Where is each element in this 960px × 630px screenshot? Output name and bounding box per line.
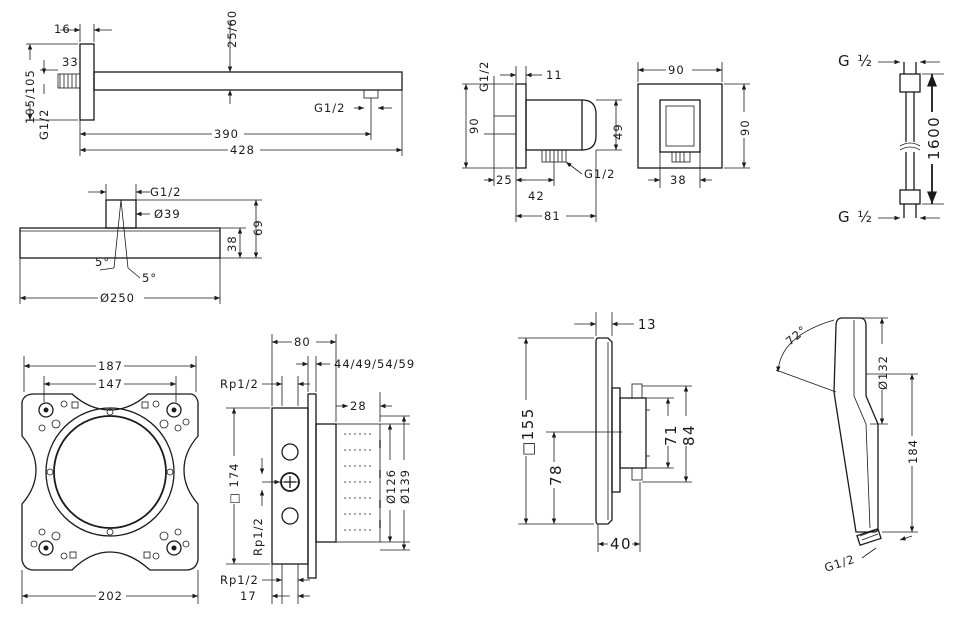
dim-44-59: 44/49/54/59 (334, 357, 415, 371)
shower-arm-view: 16 25/60 33 105/105 G1/2 G1/2 390 428 (23, 10, 403, 157)
dim-80: 80 (294, 335, 311, 349)
base-plate-corner-bl (30, 528, 77, 560)
dim-40: 40 (610, 535, 632, 553)
dim-42: 42 (528, 189, 545, 203)
trim-cartridge (619, 397, 647, 469)
dim-184: 184 (906, 439, 920, 464)
hose-thread-top: G ½ (838, 52, 873, 70)
dim-d139: Ø139 (398, 469, 412, 504)
ibox-rp-mid: Rp1/2 (251, 517, 265, 556)
dim-sq174: □ 174 (227, 463, 241, 504)
arm-thread-left (57, 73, 81, 89)
dim-33: 33 (62, 55, 79, 69)
dim-71: 71 (662, 424, 680, 446)
dim-90-front-h: 90 (738, 119, 752, 136)
dim-38: 38 (225, 235, 239, 252)
angle-right: 5° (142, 271, 157, 285)
outlet-thread-bottom: G1/2 (584, 167, 615, 181)
hand-shower-body (833, 317, 879, 533)
dim-69: 69 (251, 219, 265, 236)
dim-78: 78 (547, 464, 565, 486)
hose-thread-bottom: G ½ (838, 208, 873, 226)
arm-body (93, 71, 403, 91)
dim-49: 49 (611, 123, 625, 140)
dim-sq155: □155 (519, 407, 537, 456)
dim-25: 25 (496, 173, 513, 187)
overhead-thread: G1/2 (150, 185, 181, 199)
hose-view: G ½ 1600 G ½ (838, 52, 944, 226)
angle-left: 5° (95, 255, 110, 269)
dim-17: 17 (240, 589, 257, 603)
ibox-extension-marks (344, 433, 381, 531)
dim-90-front-w: 90 (668, 63, 685, 77)
dim-d126: Ø126 (384, 469, 398, 504)
ibox-rp-bottom: Rp1/2 (220, 573, 259, 587)
outlet-thread-in (493, 115, 517, 135)
wall-outlet-side-view: G1/2 11 90 49 25 42 G1/2 81 (462, 61, 625, 223)
dim-38-front: 38 (670, 173, 687, 187)
dim-105-105: 105/105 (23, 69, 37, 124)
ibox-extension (335, 423, 381, 543)
dim-90-side: 90 (467, 117, 481, 134)
base-plate-opening-outer (45, 407, 175, 537)
dim-428: 428 (230, 143, 255, 157)
thread-label-right: G1/2 (314, 101, 345, 115)
wall-outlet-front-view: 90 90 38 (637, 62, 752, 188)
dim-28: 28 (350, 399, 367, 413)
base-plate-corner-br (143, 528, 190, 560)
dim-81: 81 (544, 209, 561, 223)
dim-84: 84 (680, 424, 698, 446)
hand-shower-view: 72° Ø132 184 G1/2 (775, 317, 920, 575)
dim-202: 202 (98, 589, 123, 603)
outlet-plate (515, 83, 527, 169)
ibox-collar (315, 423, 337, 543)
dim-d250: Ø250 (100, 291, 135, 305)
dim-390: 390 (214, 127, 239, 141)
arm-wall-flange (79, 43, 95, 121)
dim-13: 13 (638, 318, 657, 333)
outlet-body (525, 99, 583, 151)
dim-147: 147 (98, 377, 123, 391)
ibox-rp-top: Rp1/2 (220, 377, 259, 391)
trim-side-view: 13 □155 78 71 84 40 (518, 312, 698, 553)
dim-187: 187 (98, 359, 123, 373)
outlet-front-plate (637, 83, 723, 169)
thread-label-left: G1/2 (37, 109, 51, 140)
dim-16: 16 (54, 22, 71, 36)
hose-bottom-nut (899, 189, 921, 205)
trim-plate (595, 337, 613, 525)
angle-72: 72° (783, 323, 810, 349)
dim-d39: Ø39 (154, 207, 181, 221)
base-plate-opening-inner (53, 415, 167, 529)
base-plate-corner-tr (141, 400, 190, 432)
ibox-side-view: 80 44/49/54/59 Rp1/2 28 □ 174 Rp1/2 (220, 334, 415, 604)
ibox-port-bottom (281, 507, 299, 525)
hand-shower-thread: G1/2 (823, 552, 857, 575)
dim-11: 11 (546, 68, 563, 82)
dim-1600: 1600 (925, 116, 943, 160)
overhead-disc (19, 227, 221, 259)
overhead-shower-view: G1/2 Ø39 38 69 5° 5° Ø250 (19, 184, 265, 305)
hose-top-nut (899, 73, 921, 93)
ibox-flange (307, 393, 317, 579)
ibox-port-top (281, 443, 299, 461)
base-plate-corner-tl (38, 400, 79, 432)
outlet-thread-top: G1/2 (477, 61, 491, 92)
base-plate-view: 187 147 202 (21, 356, 199, 604)
arm-outlet-thread (363, 89, 379, 99)
dim-d132: Ø132 (876, 355, 890, 390)
dim-25-60: 25/60 (225, 10, 239, 48)
base-plate-outline (21, 393, 199, 571)
overhead-connector (105, 199, 137, 229)
